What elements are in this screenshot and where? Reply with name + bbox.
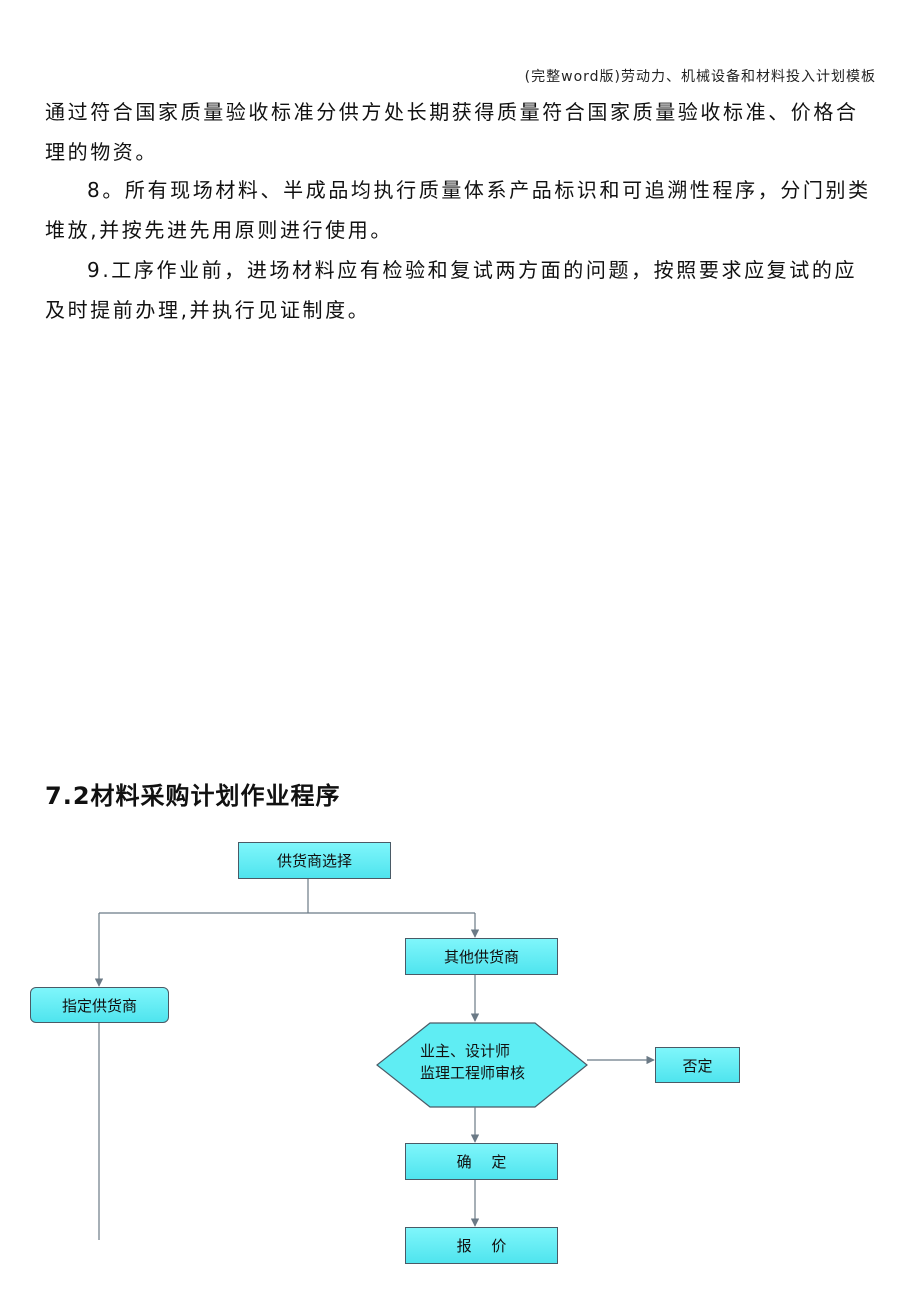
designated-supplier-box: 指定供货商 xyxy=(30,987,169,1023)
paragraph-2: 8。所有现场材料、半成品均执行质量体系产品标识和可追溯性程序，分门别类堆放,并按… xyxy=(45,178,871,242)
review-decision-text: 业主、设计师 监理工程师审核 xyxy=(420,1040,580,1084)
confirm-box: 确 定 xyxy=(405,1143,558,1180)
reject-box: 否定 xyxy=(655,1047,740,1083)
section-title: 7.2材料采购计划作业程序 xyxy=(45,782,341,810)
other-supplier-box: 其他供货商 xyxy=(405,938,558,975)
review-decision-shape xyxy=(376,1022,588,1108)
paragraph-1: 通过符合国家质量验收标准分供方处长期获得质量符合国家质量验收标准、价格合理的物资… xyxy=(45,100,859,164)
paragraph-3: 9.工序作业前，进场材料应有检验和复试两方面的问题，按照要求应复试的应及时提前办… xyxy=(45,258,858,322)
review-line-1: 业主、设计师 xyxy=(420,1042,511,1060)
page-header: (完整word版)劳动力、机械设备和材料投入计划模板 xyxy=(524,69,876,85)
quote-box: 报 价 xyxy=(405,1227,558,1264)
review-line-2: 监理工程师审核 xyxy=(420,1064,526,1082)
supplier-select-box: 供货商选择 xyxy=(238,842,391,879)
